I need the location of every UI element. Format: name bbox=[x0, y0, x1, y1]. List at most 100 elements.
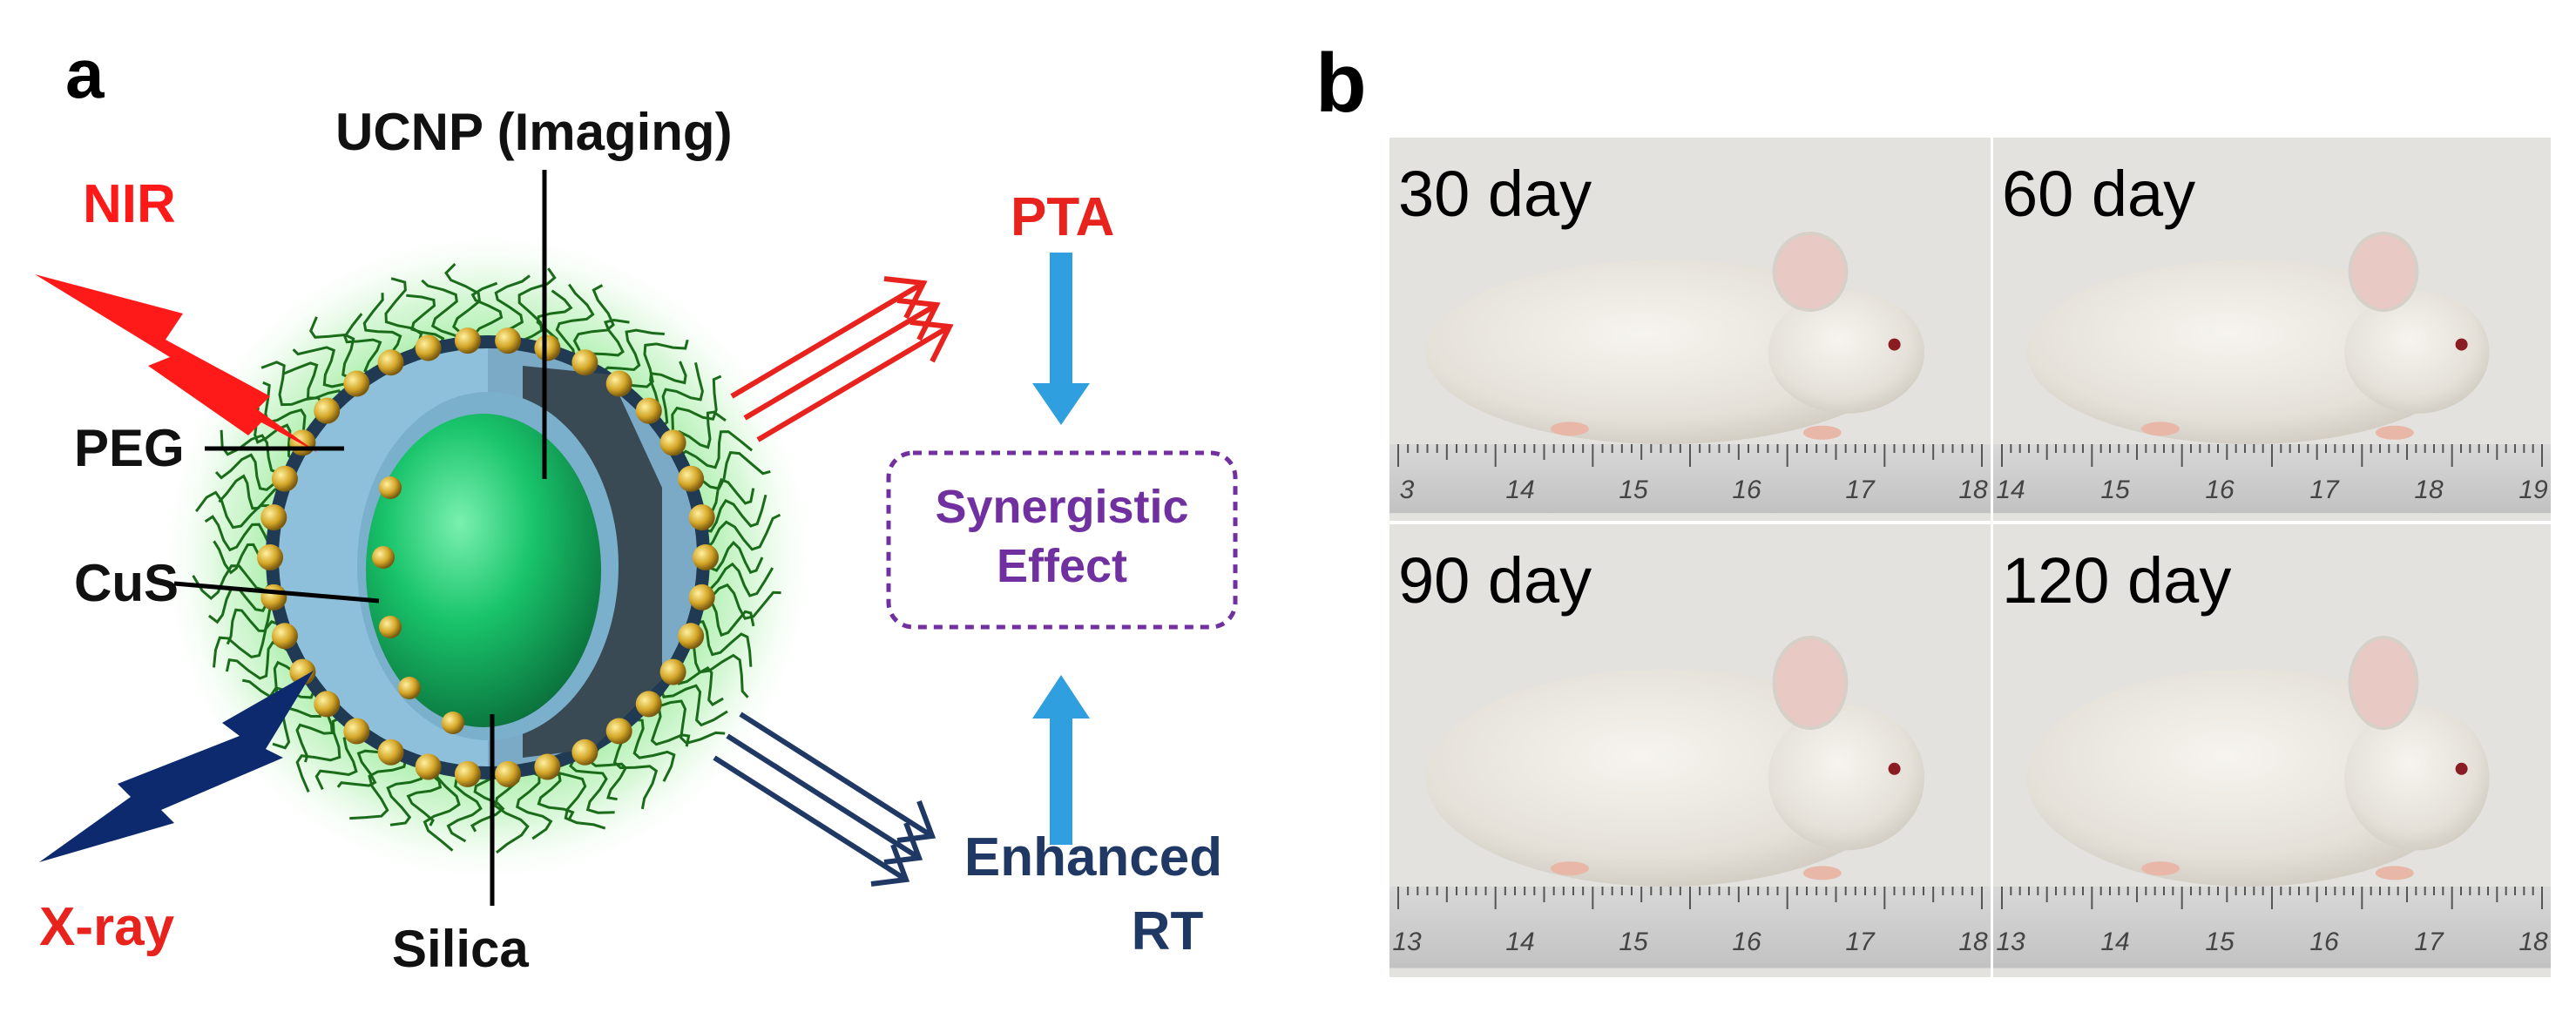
peg-chain bbox=[470, 773, 505, 833]
peg-chain bbox=[214, 453, 288, 491]
peg-chain bbox=[601, 328, 665, 374]
cus-dot bbox=[659, 429, 686, 456]
ruler-number: 17 bbox=[2414, 928, 2444, 956]
ruler-number: 18 bbox=[1958, 476, 1988, 504]
panel-b-letter: b bbox=[1315, 37, 1367, 130]
xray-bolt-icon bbox=[39, 671, 314, 862]
cus-dot bbox=[398, 677, 421, 699]
mouse-ear bbox=[1772, 636, 1849, 730]
peg-chain bbox=[336, 749, 389, 788]
peg-chain bbox=[343, 313, 382, 375]
peg-chain bbox=[549, 765, 606, 830]
peg-chain bbox=[213, 620, 281, 668]
ruler-number: 18 bbox=[2519, 928, 2548, 956]
peg-chain bbox=[204, 515, 272, 552]
ruler-number: 15 bbox=[2100, 476, 2130, 504]
peg-chain bbox=[695, 620, 753, 667]
mouse-paw bbox=[2375, 425, 2414, 440]
mouse-ear bbox=[1772, 232, 1849, 312]
mouse-body bbox=[2026, 669, 2473, 887]
peg-chain bbox=[262, 381, 307, 442]
cus-dot bbox=[605, 370, 632, 397]
mouse-ear bbox=[2348, 636, 2419, 730]
cus-nanodots bbox=[257, 327, 719, 787]
peg-chain bbox=[555, 283, 595, 358]
ruler-number: 19 bbox=[2519, 476, 2548, 504]
cus-dot bbox=[678, 623, 705, 650]
cus-dot bbox=[635, 691, 662, 718]
ruler-number: 14 bbox=[1996, 476, 2025, 504]
cus-dot bbox=[688, 584, 715, 611]
nir-bolt-icon bbox=[35, 274, 318, 453]
cus-dot bbox=[343, 370, 370, 397]
peg-chain bbox=[226, 600, 276, 645]
ruler-number: 16 bbox=[1732, 476, 1761, 504]
ruler-number: 18 bbox=[1958, 928, 1988, 956]
ruler-number: 13 bbox=[1996, 928, 2025, 956]
cus-dot bbox=[314, 691, 341, 718]
xray-label: X-ray bbox=[39, 897, 175, 957]
pta-down-arrow-icon bbox=[1032, 383, 1090, 425]
peg-chain bbox=[349, 759, 408, 820]
mouse-eye bbox=[1888, 338, 1901, 351]
ruler-number: 18 bbox=[2414, 476, 2444, 504]
panel-a: a NIR X-ray UCNP (Imaging) PEG CuS Silic… bbox=[35, 35, 1238, 978]
cus-dot bbox=[678, 465, 705, 492]
cus-dot bbox=[271, 465, 298, 492]
cus-dot bbox=[534, 753, 561, 780]
mouse-paw bbox=[1551, 422, 1589, 436]
mouse-body bbox=[1425, 669, 1907, 887]
ruler-number: 16 bbox=[1732, 928, 1761, 956]
synergistic-label-line2: Effect bbox=[997, 540, 1127, 592]
peg-chain bbox=[661, 361, 704, 428]
ruler-number: 15 bbox=[2205, 928, 2235, 956]
silica-label: Silica bbox=[392, 920, 529, 978]
cus-dot bbox=[454, 327, 481, 354]
ruler-number: 16 bbox=[2205, 476, 2235, 504]
peg-chain bbox=[308, 316, 365, 381]
synergistic-box bbox=[886, 450, 1238, 630]
cus-dot bbox=[257, 544, 283, 570]
peg-chain bbox=[703, 562, 774, 597]
peg-chain bbox=[384, 277, 423, 355]
pta-label: PTA bbox=[1011, 187, 1114, 247]
ruler-number: 16 bbox=[2309, 928, 2339, 956]
cus-dot bbox=[377, 739, 404, 766]
peg-chain bbox=[446, 772, 483, 843]
day-label: 120 day bbox=[2002, 544, 2231, 617]
peg-chain bbox=[659, 684, 728, 727]
enhanced-label-line1: Enhanced bbox=[964, 827, 1222, 887]
cus-dot bbox=[495, 327, 522, 354]
peg-chain bbox=[283, 361, 343, 400]
peg-chain bbox=[292, 346, 357, 388]
mouse-paw bbox=[1551, 861, 1589, 876]
cus-dot bbox=[415, 753, 442, 780]
peg-chain bbox=[421, 279, 464, 342]
ruler-number: 17 bbox=[1845, 476, 1876, 504]
pta-arrows bbox=[730, 276, 954, 442]
mouse-ear bbox=[2348, 232, 2419, 312]
peg-chain bbox=[704, 540, 764, 575]
mouse-paw bbox=[1802, 866, 1842, 880]
cus-dot bbox=[379, 476, 402, 499]
pta-down-arrow-shaft bbox=[1050, 253, 1072, 388]
peg-chain bbox=[632, 718, 676, 782]
rt-up-arrow-shaft bbox=[1050, 714, 1072, 845]
peg-chain bbox=[295, 716, 341, 793]
cus-label: CuS bbox=[74, 554, 179, 612]
ruler-number: 3 bbox=[1400, 476, 1415, 504]
ruler-number: 14 bbox=[2100, 928, 2129, 956]
peg-chain bbox=[220, 429, 291, 475]
cus-dot bbox=[260, 504, 287, 531]
cus-dot bbox=[372, 546, 395, 569]
cus-dot bbox=[635, 397, 662, 424]
ruler-number: 15 bbox=[1619, 476, 1648, 504]
day-label: 30 day bbox=[1398, 158, 1592, 230]
peg-chain bbox=[517, 267, 557, 343]
peg-chain bbox=[687, 450, 771, 490]
